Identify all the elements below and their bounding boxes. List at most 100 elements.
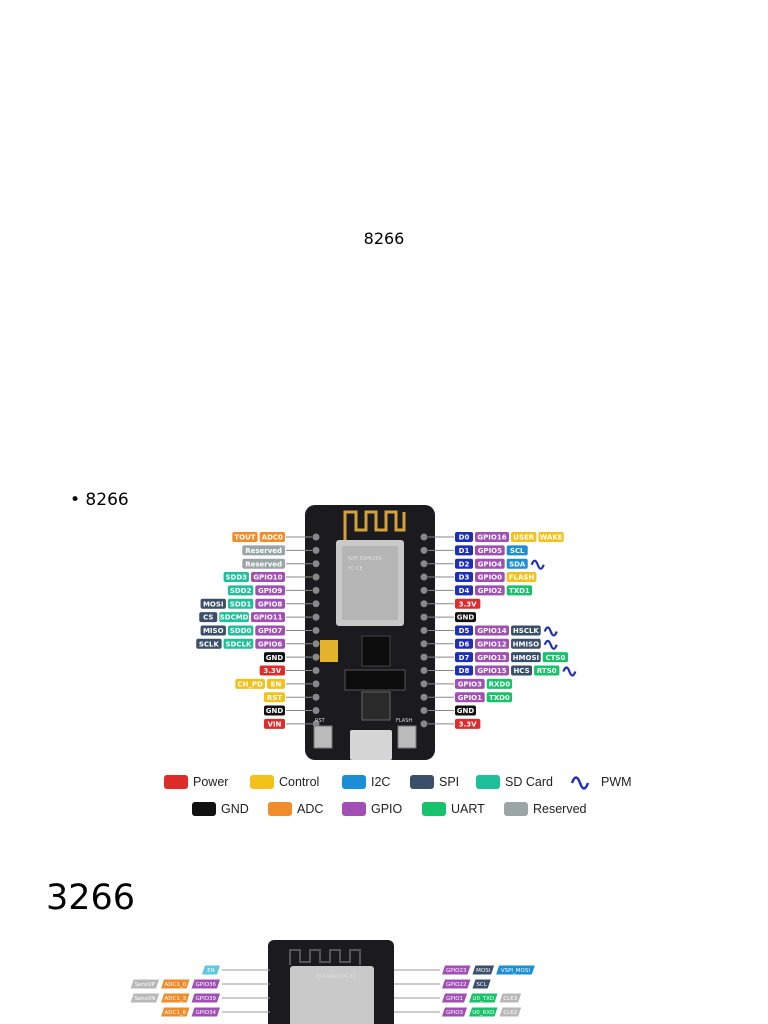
header-pin xyxy=(312,560,320,568)
pin-tag xyxy=(469,1007,498,1017)
header-pin xyxy=(420,600,428,608)
legend-label: SPI xyxy=(439,775,459,789)
pin-tag xyxy=(455,598,481,609)
pin-tag xyxy=(223,638,254,649)
pin-tag xyxy=(486,692,513,703)
capacitor xyxy=(320,640,338,662)
pin-tag xyxy=(199,612,218,623)
pin-tag xyxy=(202,965,220,975)
pin-tag xyxy=(475,665,510,676)
pin-label: GPIO13 xyxy=(477,654,506,662)
pin-tag xyxy=(130,993,160,1003)
header-pin xyxy=(420,560,428,568)
pin-tag xyxy=(255,625,285,636)
pin-tag xyxy=(263,692,285,703)
pin-tag xyxy=(227,585,254,596)
pin-label: TXD1 xyxy=(509,587,530,595)
regulator xyxy=(361,635,391,667)
right-pin-header xyxy=(420,533,428,728)
pin-label: D7 xyxy=(459,654,470,662)
pin-label: Reserved xyxy=(245,560,282,568)
pin-tag xyxy=(227,625,254,636)
pin-tag xyxy=(511,665,533,676)
pin-label: U0_RXD xyxy=(472,1010,494,1016)
legend-swatch xyxy=(250,775,274,789)
header-pin xyxy=(312,680,320,688)
pin-tag xyxy=(455,572,473,583)
header-pin xyxy=(420,626,428,634)
pin-tag xyxy=(455,612,477,623)
pin-label: MOSI xyxy=(203,600,224,608)
pin-label: GPIO10 xyxy=(253,574,282,582)
legend-swatch xyxy=(342,775,366,789)
pin-tag xyxy=(263,718,285,729)
header-pin xyxy=(312,707,320,715)
pin-tag xyxy=(469,993,498,1003)
svg-text:FC CE: FC CE xyxy=(348,566,363,572)
pin-tag xyxy=(191,1007,220,1017)
pin-label: D1 xyxy=(459,547,470,555)
pin-tag xyxy=(511,638,541,649)
pin-tag xyxy=(475,625,510,636)
pin-label: TXD0 xyxy=(489,694,510,702)
pin-tag xyxy=(242,558,285,569)
legend-swatch xyxy=(342,802,366,816)
pin-tag xyxy=(506,558,528,569)
pin-tag xyxy=(506,572,537,583)
pin-tag xyxy=(200,598,226,609)
pin-label: GPIO7 xyxy=(258,627,282,635)
pin-label: SDD3 xyxy=(226,574,248,582)
pin-label: GND xyxy=(266,707,284,715)
pin-tag xyxy=(538,532,564,542)
pin-label: SCLK xyxy=(199,640,220,648)
header-pin xyxy=(312,546,320,554)
pin-tag xyxy=(455,585,473,596)
legend-label: I2C xyxy=(371,775,390,789)
pin-tag xyxy=(511,625,541,636)
pin-tag xyxy=(250,612,285,623)
pin-label: HMISO xyxy=(513,640,539,648)
pin-tag xyxy=(455,692,485,703)
pin-label: GPIO39 xyxy=(196,996,217,1002)
legend-label: ADC xyxy=(297,802,323,816)
pin-label: GPIO5 xyxy=(478,547,502,555)
header-pin xyxy=(312,667,320,674)
pin-label: GND xyxy=(457,707,475,715)
header-pin xyxy=(312,626,320,634)
pin-label: SDCLK xyxy=(226,640,252,648)
pin-label: D2 xyxy=(459,560,470,568)
header-pin xyxy=(312,600,320,608)
pin-tag xyxy=(455,678,485,689)
pin-label: 3.3V xyxy=(459,600,477,608)
pin-tag xyxy=(475,572,505,583)
micro-usb-port xyxy=(350,730,392,760)
legend-label: UART xyxy=(451,802,485,816)
pin-tag xyxy=(161,979,190,989)
pin-label: GND xyxy=(457,614,475,622)
pin-tag xyxy=(196,638,222,649)
header-pin xyxy=(420,653,428,661)
header-pin xyxy=(420,707,428,715)
pin-label: 3.3V xyxy=(459,721,477,729)
pin-label: GPIO34 xyxy=(196,1010,217,1016)
pin-tag xyxy=(455,705,477,716)
usb-chip xyxy=(361,691,391,721)
pin-label: USER xyxy=(513,534,535,542)
header-pin xyxy=(420,667,428,674)
pin-label: GPIO23 xyxy=(446,968,467,974)
pin-label: GPIO12 xyxy=(477,640,506,648)
pin-label: CLK2 xyxy=(503,1010,517,1016)
pin-tag xyxy=(455,625,473,636)
pin-label: GPIO3 xyxy=(458,680,482,688)
pin-tag xyxy=(455,545,473,556)
pin-label: GPIO16 xyxy=(477,534,506,542)
header-pin xyxy=(420,613,428,621)
pin-label: GPIO22 xyxy=(446,982,467,988)
pin-label: RST xyxy=(267,694,282,702)
pin-label: RTS0 xyxy=(537,667,557,675)
pin-label: CH_PD xyxy=(237,680,263,688)
pin-tag xyxy=(475,652,510,663)
pin-label: D0 xyxy=(459,534,470,542)
header-pin xyxy=(312,613,320,621)
pin-tag xyxy=(442,979,471,989)
